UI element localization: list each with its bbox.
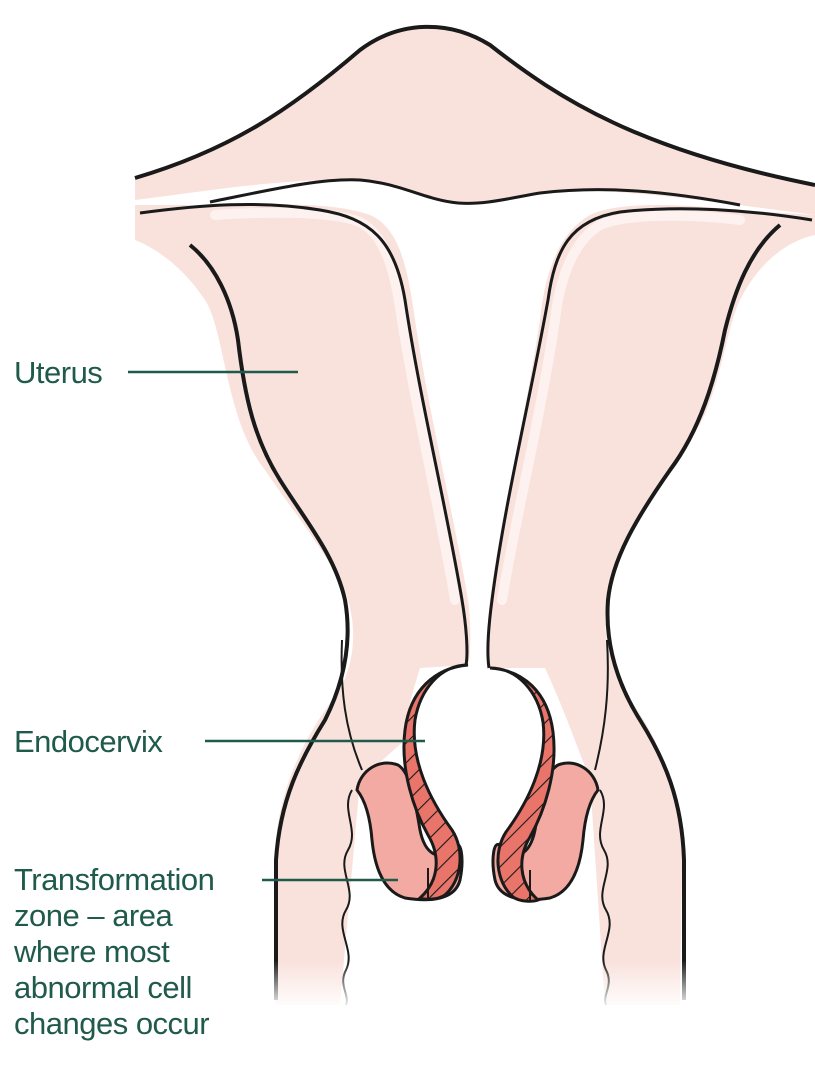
transformation-zone-label-line: Transformation [14, 862, 214, 898]
endocervix-label: Endocervix [14, 724, 162, 760]
transformation-zone-label-line: where most [14, 934, 214, 970]
transformation-zone-label-line: zone – area [14, 898, 214, 934]
uterus-label: Uterus [14, 355, 102, 391]
transformation-zone-label: Transformation zone – area where most ab… [14, 862, 214, 1042]
transformation-zone-label-line: changes occur [14, 1006, 214, 1042]
bottom-fade [250, 960, 710, 1010]
transformation-zone-label-line: abnormal cell [14, 970, 214, 1006]
